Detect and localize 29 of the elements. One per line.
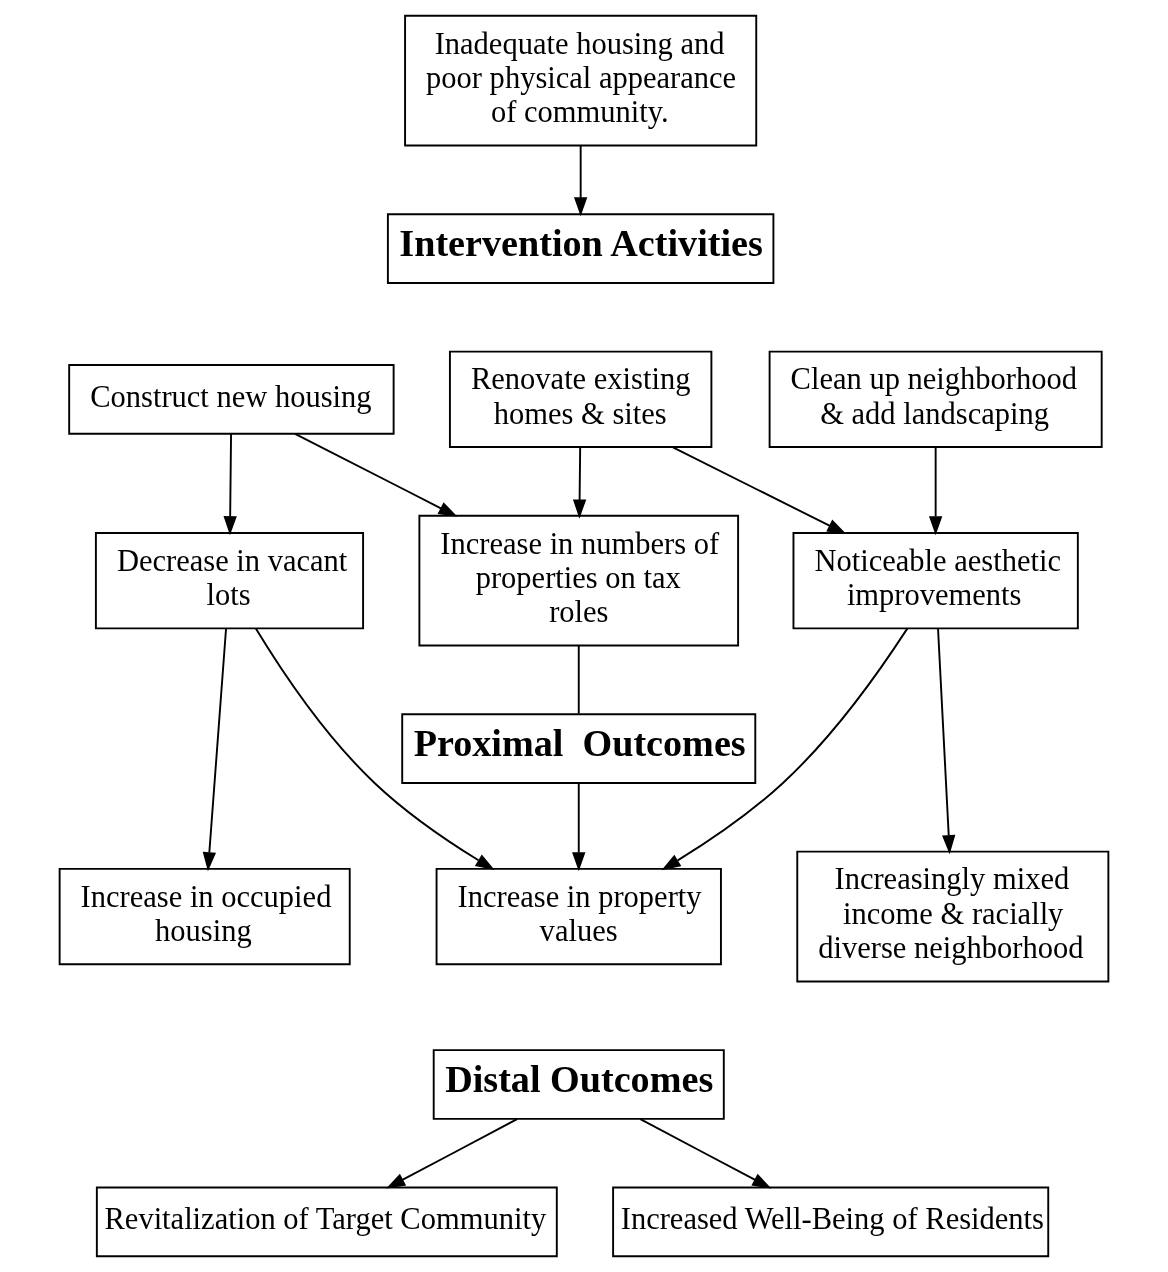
arrow bbox=[937, 627, 956, 855]
arrow bbox=[572, 446, 587, 519]
node-box: Inadequate housing and poor physical appearance of community. bbox=[404, 14, 758, 147]
arrow bbox=[639, 1118, 772, 1189]
arrow bbox=[254, 627, 495, 871]
node-box: Decrease in vacant lots bbox=[94, 532, 365, 630]
arrow bbox=[661, 627, 909, 871]
arrow bbox=[672, 446, 847, 535]
node-box: Increasingly mixed income & racially diverse neighborhood bbox=[796, 850, 1110, 983]
connector bbox=[577, 644, 580, 715]
node-box: Proximal Outcomes bbox=[401, 713, 757, 784]
arrow bbox=[572, 782, 586, 872]
arrow bbox=[928, 446, 943, 536]
node-box: Intervention Activities bbox=[386, 213, 775, 284]
arrow bbox=[386, 1118, 519, 1189]
arrow bbox=[202, 627, 227, 872]
node-box: Construct new housing bbox=[68, 364, 395, 435]
node-box: Increased Well-Being of Residents bbox=[612, 1186, 1050, 1258]
node-box: Distal Outcomes bbox=[432, 1049, 725, 1120]
arrow bbox=[294, 432, 458, 517]
arrow bbox=[223, 432, 237, 536]
node-box: Clean up neighborhood & add landscaping bbox=[768, 350, 1103, 448]
node-box: Renovate existing homes & sites bbox=[448, 350, 713, 448]
arrow bbox=[573, 144, 588, 217]
node-box: Increase in property values bbox=[435, 867, 722, 966]
node-box: Increase in occupied housing bbox=[58, 867, 351, 966]
node-box: Increase in numbers of properties on tax roles bbox=[418, 514, 740, 647]
node-box: Noticeable aesthetic improvements bbox=[792, 532, 1079, 630]
node-box: Revitalization of Target Community bbox=[95, 1186, 558, 1258]
